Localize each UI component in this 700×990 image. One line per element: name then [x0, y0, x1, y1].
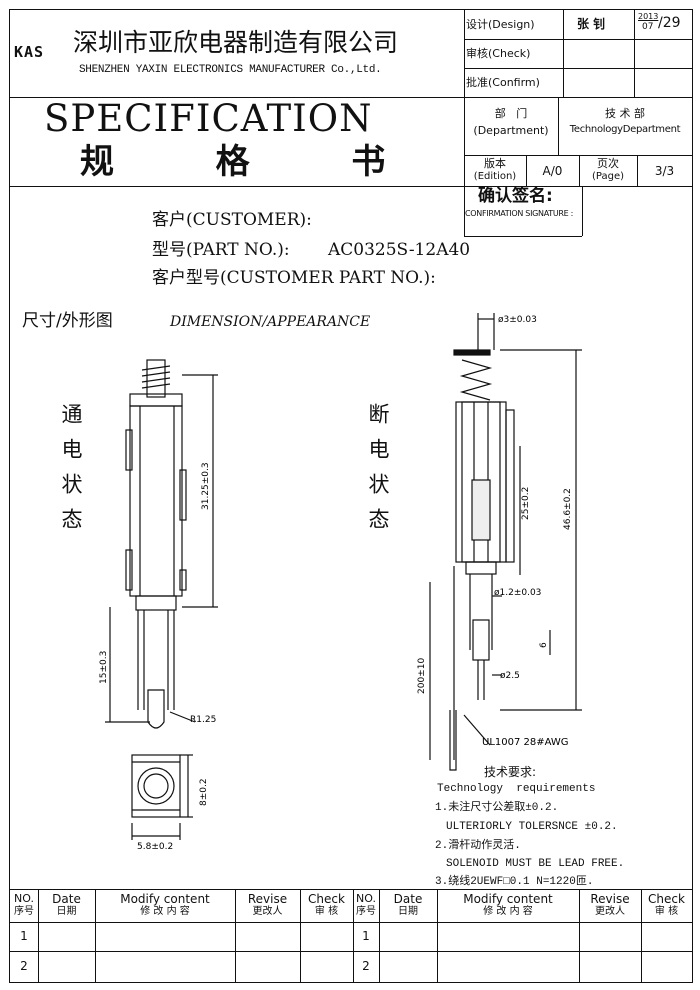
- energized-solenoid-drawing: 31.25±0.3 15±0.3 R1.25 8±0.2 5.8±0.2: [99, 359, 218, 852]
- spec-title-cn: 规 格 书: [80, 142, 412, 182]
- dim-length-31: 31.25±0.3: [201, 462, 211, 510]
- rev-header-no-2-cn: 序号: [356, 906, 376, 917]
- dim-radius: R1.25: [190, 715, 216, 725]
- dim-length-200: 200±10: [417, 658, 427, 694]
- signature-label-en: CONFIRMATION SIGNATURE :: [465, 209, 574, 218]
- rev-header-check-cn: 审 核: [314, 906, 339, 917]
- rev-header-revise-cn: 更改人: [252, 906, 283, 917]
- dimension-title-cn: 尺寸/外形图: [22, 311, 113, 331]
- designer-name: 张 钊: [577, 17, 606, 31]
- requirement-item: 3.绕线2UEWF□0.1 N=1220匝.: [435, 876, 594, 888]
- rev-header-date-2: Date: [393, 892, 423, 906]
- dim-height-8: 8±0.2: [199, 778, 209, 806]
- design-date-month: 07: [642, 22, 654, 32]
- page-label-en: (Page): [591, 171, 624, 182]
- department-value-en: TechnologyDepartment: [569, 124, 681, 135]
- state-energized-label: 通电状态: [59, 403, 83, 543]
- deenergized-solenoid-drawing: ø3±0.03 25±0.2 46.6±0.2 ø1.2±0.03 6 200±…: [417, 313, 582, 771]
- rev-header-no-2: NO.: [356, 892, 376, 905]
- dim-dia-12: ø1.2±0.03: [494, 588, 541, 598]
- requirements-title-cn: 技术要求:: [484, 765, 537, 779]
- table-row: 2: [362, 959, 370, 973]
- signature-label-cn: 确认签名:: [478, 186, 553, 206]
- rev-header-no-cn: 序号: [14, 906, 34, 917]
- customer-label: 客户(CUSTOMER):: [152, 210, 312, 230]
- requirement-item: 2.滑杆动作灵活.: [435, 840, 521, 852]
- state-deenergized-label: 断电状态: [366, 403, 390, 543]
- company-name-en: SHENZHEN YAXIN ELECTRONICS MANUFACTURER …: [79, 64, 382, 76]
- rev-header-modify-2: Modify content: [463, 892, 553, 906]
- rev-header-date-cn: 日期: [56, 906, 77, 917]
- spec-title-en: SPECIFICATION: [44, 97, 373, 140]
- table-row: 1: [362, 929, 370, 943]
- dimension-title-en: DIMENSION/APPEARANCE: [170, 314, 371, 330]
- department-label-cn: 部 门: [494, 107, 528, 120]
- dim-length-25: 25±0.2: [521, 487, 531, 520]
- rev-header-check-2-cn: 审 核: [654, 906, 679, 917]
- rev-header-no: NO.: [14, 892, 34, 905]
- part-number-value: AC0325S-12A40: [328, 240, 471, 260]
- table-row: 1: [20, 929, 28, 943]
- company-logo: KAS: [14, 43, 45, 61]
- requirement-item: SOLENOID MUST BE LEAD FREE.: [446, 858, 625, 870]
- dim-width-58: 5.8±0.2: [137, 842, 173, 852]
- design-date-day: /29: [658, 15, 681, 31]
- rev-header-revise-2: Revise: [590, 892, 630, 906]
- part-number-label: 型号(PART NO.):: [152, 240, 290, 260]
- page-value: 3/3: [654, 164, 675, 178]
- rev-header-modify-2-cn: 修 改 内 容: [483, 906, 533, 917]
- customer-part-label: 客户型号(CUSTOMER PART NO.):: [152, 268, 436, 288]
- edition-value: A/0: [542, 164, 563, 178]
- requirement-item: 1.未注尺寸公差取±0.2.: [435, 802, 559, 814]
- check-label: 审核(Check): [466, 47, 531, 60]
- design-label: 设计(Design): [466, 18, 535, 31]
- department-value-cn: 技 术 部: [605, 107, 645, 120]
- rev-header-check-2: Check: [648, 892, 685, 906]
- edition-label-cn: 版本: [484, 157, 506, 170]
- rev-header-modify-cn: 修 改 内 容: [140, 906, 190, 917]
- rev-header-check: Check: [308, 892, 345, 906]
- confirm-label: 批准(Confirm): [466, 76, 540, 89]
- rev-header-revise-2-cn: 更改人: [595, 906, 625, 917]
- rev-header-modify: Modify content: [120, 892, 210, 906]
- dim-length-46: 46.6±0.2: [563, 488, 573, 530]
- specification-sheet: KAS 深圳市亚欣电器制造有限公司 SHENZHEN YAXIN ELECTRO…: [9, 9, 693, 983]
- requirements-title-en: Technology requirements: [437, 783, 596, 795]
- design-date-year: 2013: [638, 12, 659, 21]
- rev-header-date-2-cn: 日期: [398, 906, 418, 917]
- page-label-cn: 页次: [597, 157, 619, 170]
- dim-length-6: 6: [539, 642, 549, 648]
- company-name-cn: 深圳市亚欣电器制造有限公司: [73, 28, 399, 57]
- edition-label-en: (Edition): [473, 171, 517, 182]
- department-label-en: (Department): [473, 124, 549, 137]
- dim-dia-25: ø2.5: [500, 671, 520, 681]
- rev-header-date: Date: [52, 892, 81, 906]
- table-row: 2: [20, 959, 28, 973]
- dim-dia-3: ø3±0.03: [498, 315, 537, 325]
- dim-length-15: 15±0.3: [99, 651, 109, 684]
- rev-header-revise: Revise: [247, 892, 288, 906]
- wire-spec: UL1007 28#AWG: [482, 737, 569, 748]
- requirement-item: ULTERIORLY TOLERSNCE ±0.2.: [446, 821, 618, 833]
